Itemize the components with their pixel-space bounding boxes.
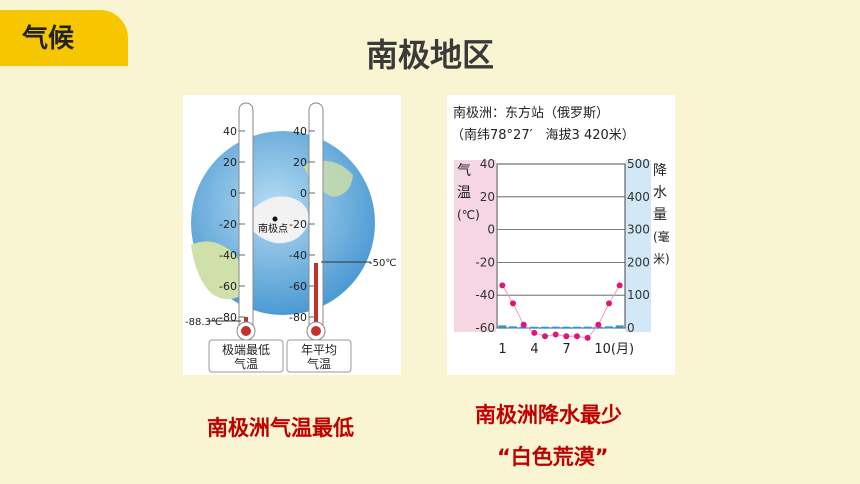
extreme-box-line2: 气温 xyxy=(234,356,258,371)
pole-label: 南极点 xyxy=(258,222,288,235)
thermo1-tick-label: 40 xyxy=(223,125,237,138)
caption-left: 南极洲气温最低 xyxy=(207,416,354,440)
thermo2-tick-label: 40 xyxy=(293,125,307,138)
precip-tick-label: 100 xyxy=(627,288,650,302)
precip-bar xyxy=(530,326,539,329)
temp-point xyxy=(606,300,612,307)
temp-tick-label: 40 xyxy=(480,157,495,171)
section-tag-label: 气候 xyxy=(22,24,75,54)
pole-dot xyxy=(272,216,278,222)
temp-tick-label: -20 xyxy=(475,255,495,269)
caption-right-line1: 南极洲降水最少 xyxy=(475,403,622,427)
average-box-line1: 年平均 xyxy=(301,343,337,357)
precip-bar xyxy=(583,326,592,329)
temp-point xyxy=(520,321,527,328)
precip-tick-label: 200 xyxy=(627,255,650,269)
month-tick-label: 1 xyxy=(498,342,506,357)
page-title: 南极地区 xyxy=(365,36,494,74)
precip-bar xyxy=(573,326,581,329)
precip-bar xyxy=(605,326,613,329)
temp-point xyxy=(595,321,602,328)
temp-tick-label: 0 xyxy=(487,223,495,237)
temp-point xyxy=(616,282,623,289)
plot-area xyxy=(496,163,626,329)
temp-tick-label: 20 xyxy=(480,190,495,204)
precip-axis-label: 降 xyxy=(653,163,667,179)
thermo1-tick-label: 20 xyxy=(223,156,237,169)
month-tick-label: 4 xyxy=(530,342,538,357)
temp-point xyxy=(584,334,591,341)
temp-point xyxy=(563,333,570,340)
extreme-value: -88.3℃ xyxy=(185,317,222,328)
precip-tick-label: 500 xyxy=(627,157,650,171)
thermo1-tick-label: 0 xyxy=(230,187,237,200)
precip-axis-label: 水 xyxy=(653,185,667,201)
precip-axis-label: 米) xyxy=(653,252,670,266)
temp-point xyxy=(574,333,580,340)
thermo1-tick-label: -40 xyxy=(219,249,237,262)
extreme-box-line1: 极端最低 xyxy=(222,343,270,357)
thermo1-tick-label: -20 xyxy=(219,218,237,231)
antarctica-shape xyxy=(248,196,309,244)
temp-axis-label: (℃) xyxy=(457,208,480,222)
temp-axis-label: 气 xyxy=(457,163,471,179)
thermo2-tick-label: -20 xyxy=(289,218,307,231)
thermo2-tick-label: 20 xyxy=(293,156,307,169)
month-tick-label: 7 xyxy=(562,342,570,357)
temp-point xyxy=(552,331,559,338)
temp-point xyxy=(531,329,538,336)
temp-point xyxy=(499,282,506,289)
thermo2-tick-label: -80 xyxy=(289,311,307,324)
average-value: -50℃ xyxy=(369,258,397,269)
precip-tick-label: 400 xyxy=(627,190,650,204)
chart-title-line2: （南纬78°27′ 海拔3 420米） xyxy=(451,127,635,143)
caption-right-line2: “白色荒漠” xyxy=(497,445,609,469)
thermo2-tick-label: -40 xyxy=(289,249,307,262)
chart-title-line1: 南极洲：东方站（俄罗斯） xyxy=(453,105,609,121)
precip-tick-label: 0 xyxy=(627,321,635,335)
precip-tick-label: 300 xyxy=(627,223,650,237)
average-box-line2: 气温 xyxy=(307,356,331,371)
precip-bar xyxy=(509,326,517,329)
month-tick-label: 10(月) xyxy=(594,342,634,357)
temp-axis-label: 温 xyxy=(457,185,471,201)
precip-axis-label: (毫 xyxy=(653,229,670,244)
section-tag: 气候 xyxy=(0,10,128,66)
precip-bar xyxy=(551,326,560,329)
continent-shape xyxy=(191,241,245,300)
temp-point xyxy=(542,333,548,340)
precip-bar xyxy=(498,325,507,328)
temp-tick-label: -60 xyxy=(475,321,495,335)
precip-axis-label: 量 xyxy=(653,207,667,223)
temp-point xyxy=(510,300,516,307)
thermo1-tick-label: -60 xyxy=(219,280,237,293)
precip-bar xyxy=(615,325,624,328)
thermo2-tick-label: 0 xyxy=(300,187,307,200)
precip-bar xyxy=(562,326,571,329)
climate-chart: 南极洲：东方站（俄罗斯） （南纬78°27′ 海拔3 420米） 40200-2… xyxy=(451,105,670,357)
temp-tick-label: -40 xyxy=(475,288,495,302)
thermo2-tick-label: -60 xyxy=(289,280,307,293)
precip-bar xyxy=(541,326,549,329)
